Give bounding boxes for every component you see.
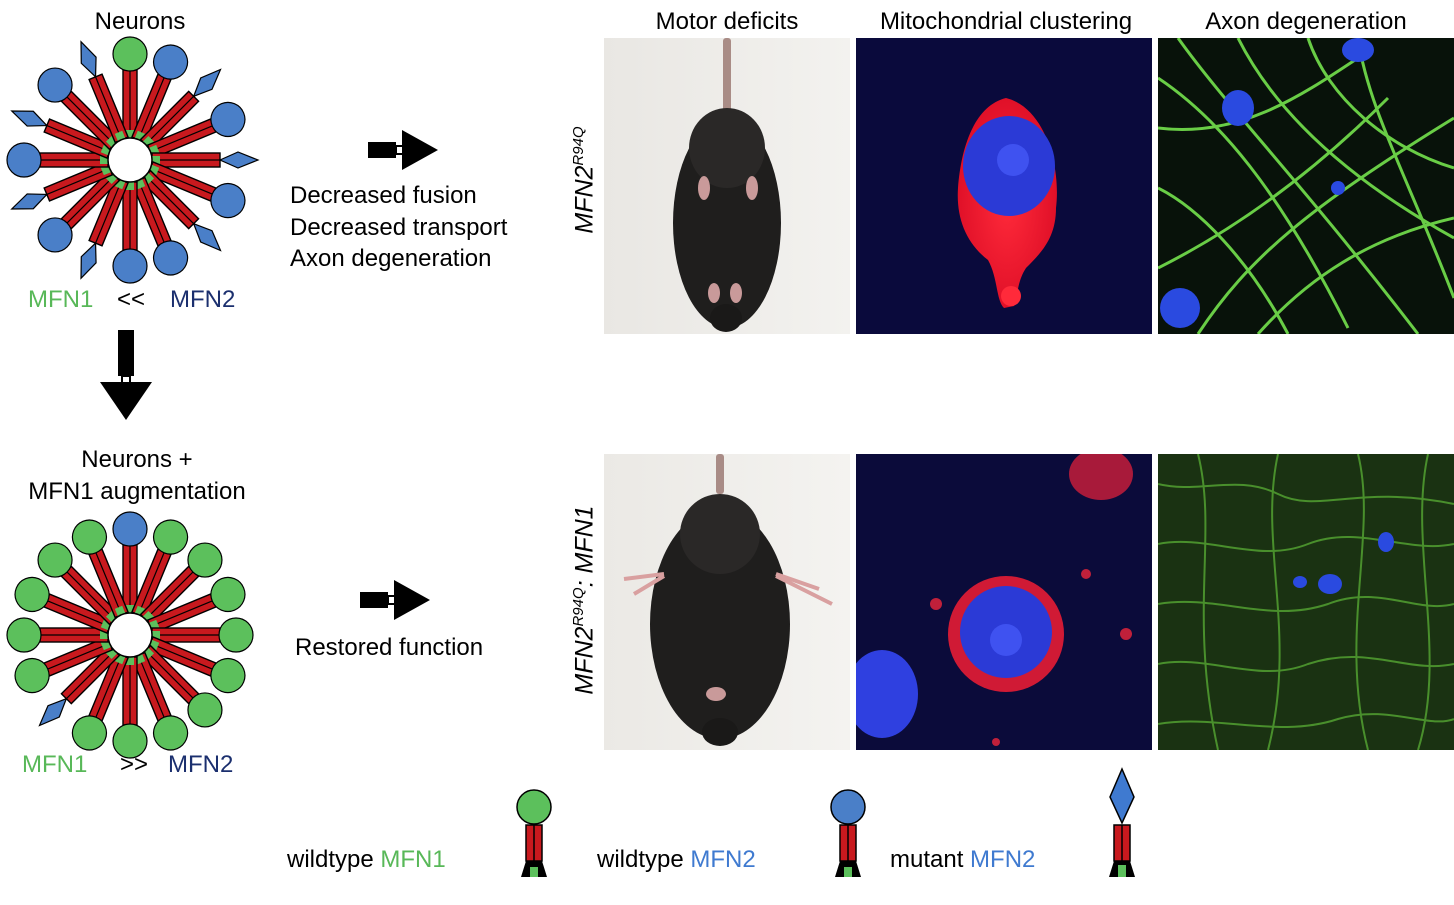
mouse-photo-mfn2-r94q bbox=[604, 38, 850, 334]
mito-panel-mfn2-r94q-mfn1 bbox=[856, 454, 1152, 750]
mfn-ring-unit bbox=[112, 656, 148, 759]
mfn-ring-top-diagram bbox=[6, 36, 260, 284]
ring-center bbox=[107, 612, 153, 658]
mfn-ring-unit bbox=[151, 151, 260, 169]
mfn-ring-unit bbox=[112, 511, 148, 614]
bottom-ring-title-line1: Neurons + bbox=[81, 446, 193, 473]
bottom-ring-title-line2: MFN1 augmentation bbox=[28, 478, 246, 505]
effect-decreased-transport: Decreased transport bbox=[290, 214, 508, 241]
ring-center bbox=[107, 137, 153, 183]
top-ratio-mfn2: MFN2 bbox=[170, 286, 236, 313]
mouse-photo-mfn2-r94q-mfn1 bbox=[604, 454, 850, 750]
axon-panel-mfn2-r94q-mfn1 bbox=[1158, 454, 1454, 750]
mfn-ring-unit bbox=[131, 519, 189, 619]
mfn-ring-unit bbox=[146, 161, 246, 219]
mfn-ring-unit bbox=[112, 181, 148, 284]
right-arrow-icon-top bbox=[368, 130, 438, 170]
top-ring-title: Neurons bbox=[94, 8, 186, 35]
top-ratio-mfn1: MFN1 bbox=[28, 286, 94, 313]
row-label-mfn2-r94q-mfn1: MFN2R94Q: MFN1 bbox=[570, 505, 599, 695]
effect-axon-degeneration: Axon degeneration bbox=[290, 245, 492, 272]
mfn-ring-bottom-diagram bbox=[6, 511, 254, 759]
mito-panel-mfn2-r94q bbox=[856, 38, 1152, 334]
mfn-ring-unit bbox=[131, 651, 189, 751]
axon-panel-mfn2-r94q bbox=[1158, 38, 1454, 334]
legend-icon-mutant-mfn2 bbox=[1109, 767, 1135, 877]
mfn-ring-unit bbox=[6, 142, 109, 178]
column-header-axon-degeneration: Axon degeneration bbox=[1205, 8, 1407, 35]
right-arrow-icon-bottom bbox=[360, 580, 430, 620]
effect-decreased-fusion: Decreased fusion bbox=[290, 182, 477, 209]
legend-label-mutant-mfn2: mutant MFN2 bbox=[890, 846, 1036, 873]
mfn-ring-unit bbox=[37, 67, 121, 151]
legend-icon-wildtype-mfn2 bbox=[830, 789, 866, 877]
mfn-ring-unit bbox=[10, 161, 114, 210]
bottom-ratio-mfn1: MFN1 bbox=[22, 751, 88, 778]
bottom-ratio-mfn2: MFN2 bbox=[168, 751, 234, 778]
mfn-ring-unit bbox=[131, 176, 189, 276]
mfn-ring-unit bbox=[37, 169, 121, 253]
effect-restored-function: Restored function bbox=[295, 634, 484, 661]
top-ratio-operator: << bbox=[117, 286, 146, 313]
column-header-motor-deficits: Motor deficits bbox=[655, 8, 799, 35]
down-arrow-icon bbox=[100, 330, 152, 420]
row-label-mfn2-r94q: MFN2R94Q bbox=[570, 126, 599, 234]
mfn-ring-unit bbox=[37, 542, 121, 626]
legend-icon-wildtype-mfn1 bbox=[516, 789, 552, 877]
mfn-ring-unit bbox=[151, 617, 254, 653]
mfn-ring-unit bbox=[146, 101, 246, 159]
mfn-ring-unit bbox=[146, 636, 246, 694]
legend-label-wildtype-mfn2: wildtype MFN2 bbox=[597, 846, 756, 873]
column-header-mitochondrial-clustering: Mitochondrial clustering bbox=[879, 8, 1133, 35]
legend-label-wildtype-mfn1: wildtype MFN1 bbox=[287, 846, 446, 873]
bottom-ratio-operator: >> bbox=[120, 751, 149, 778]
mfn-ring-unit bbox=[112, 36, 148, 139]
